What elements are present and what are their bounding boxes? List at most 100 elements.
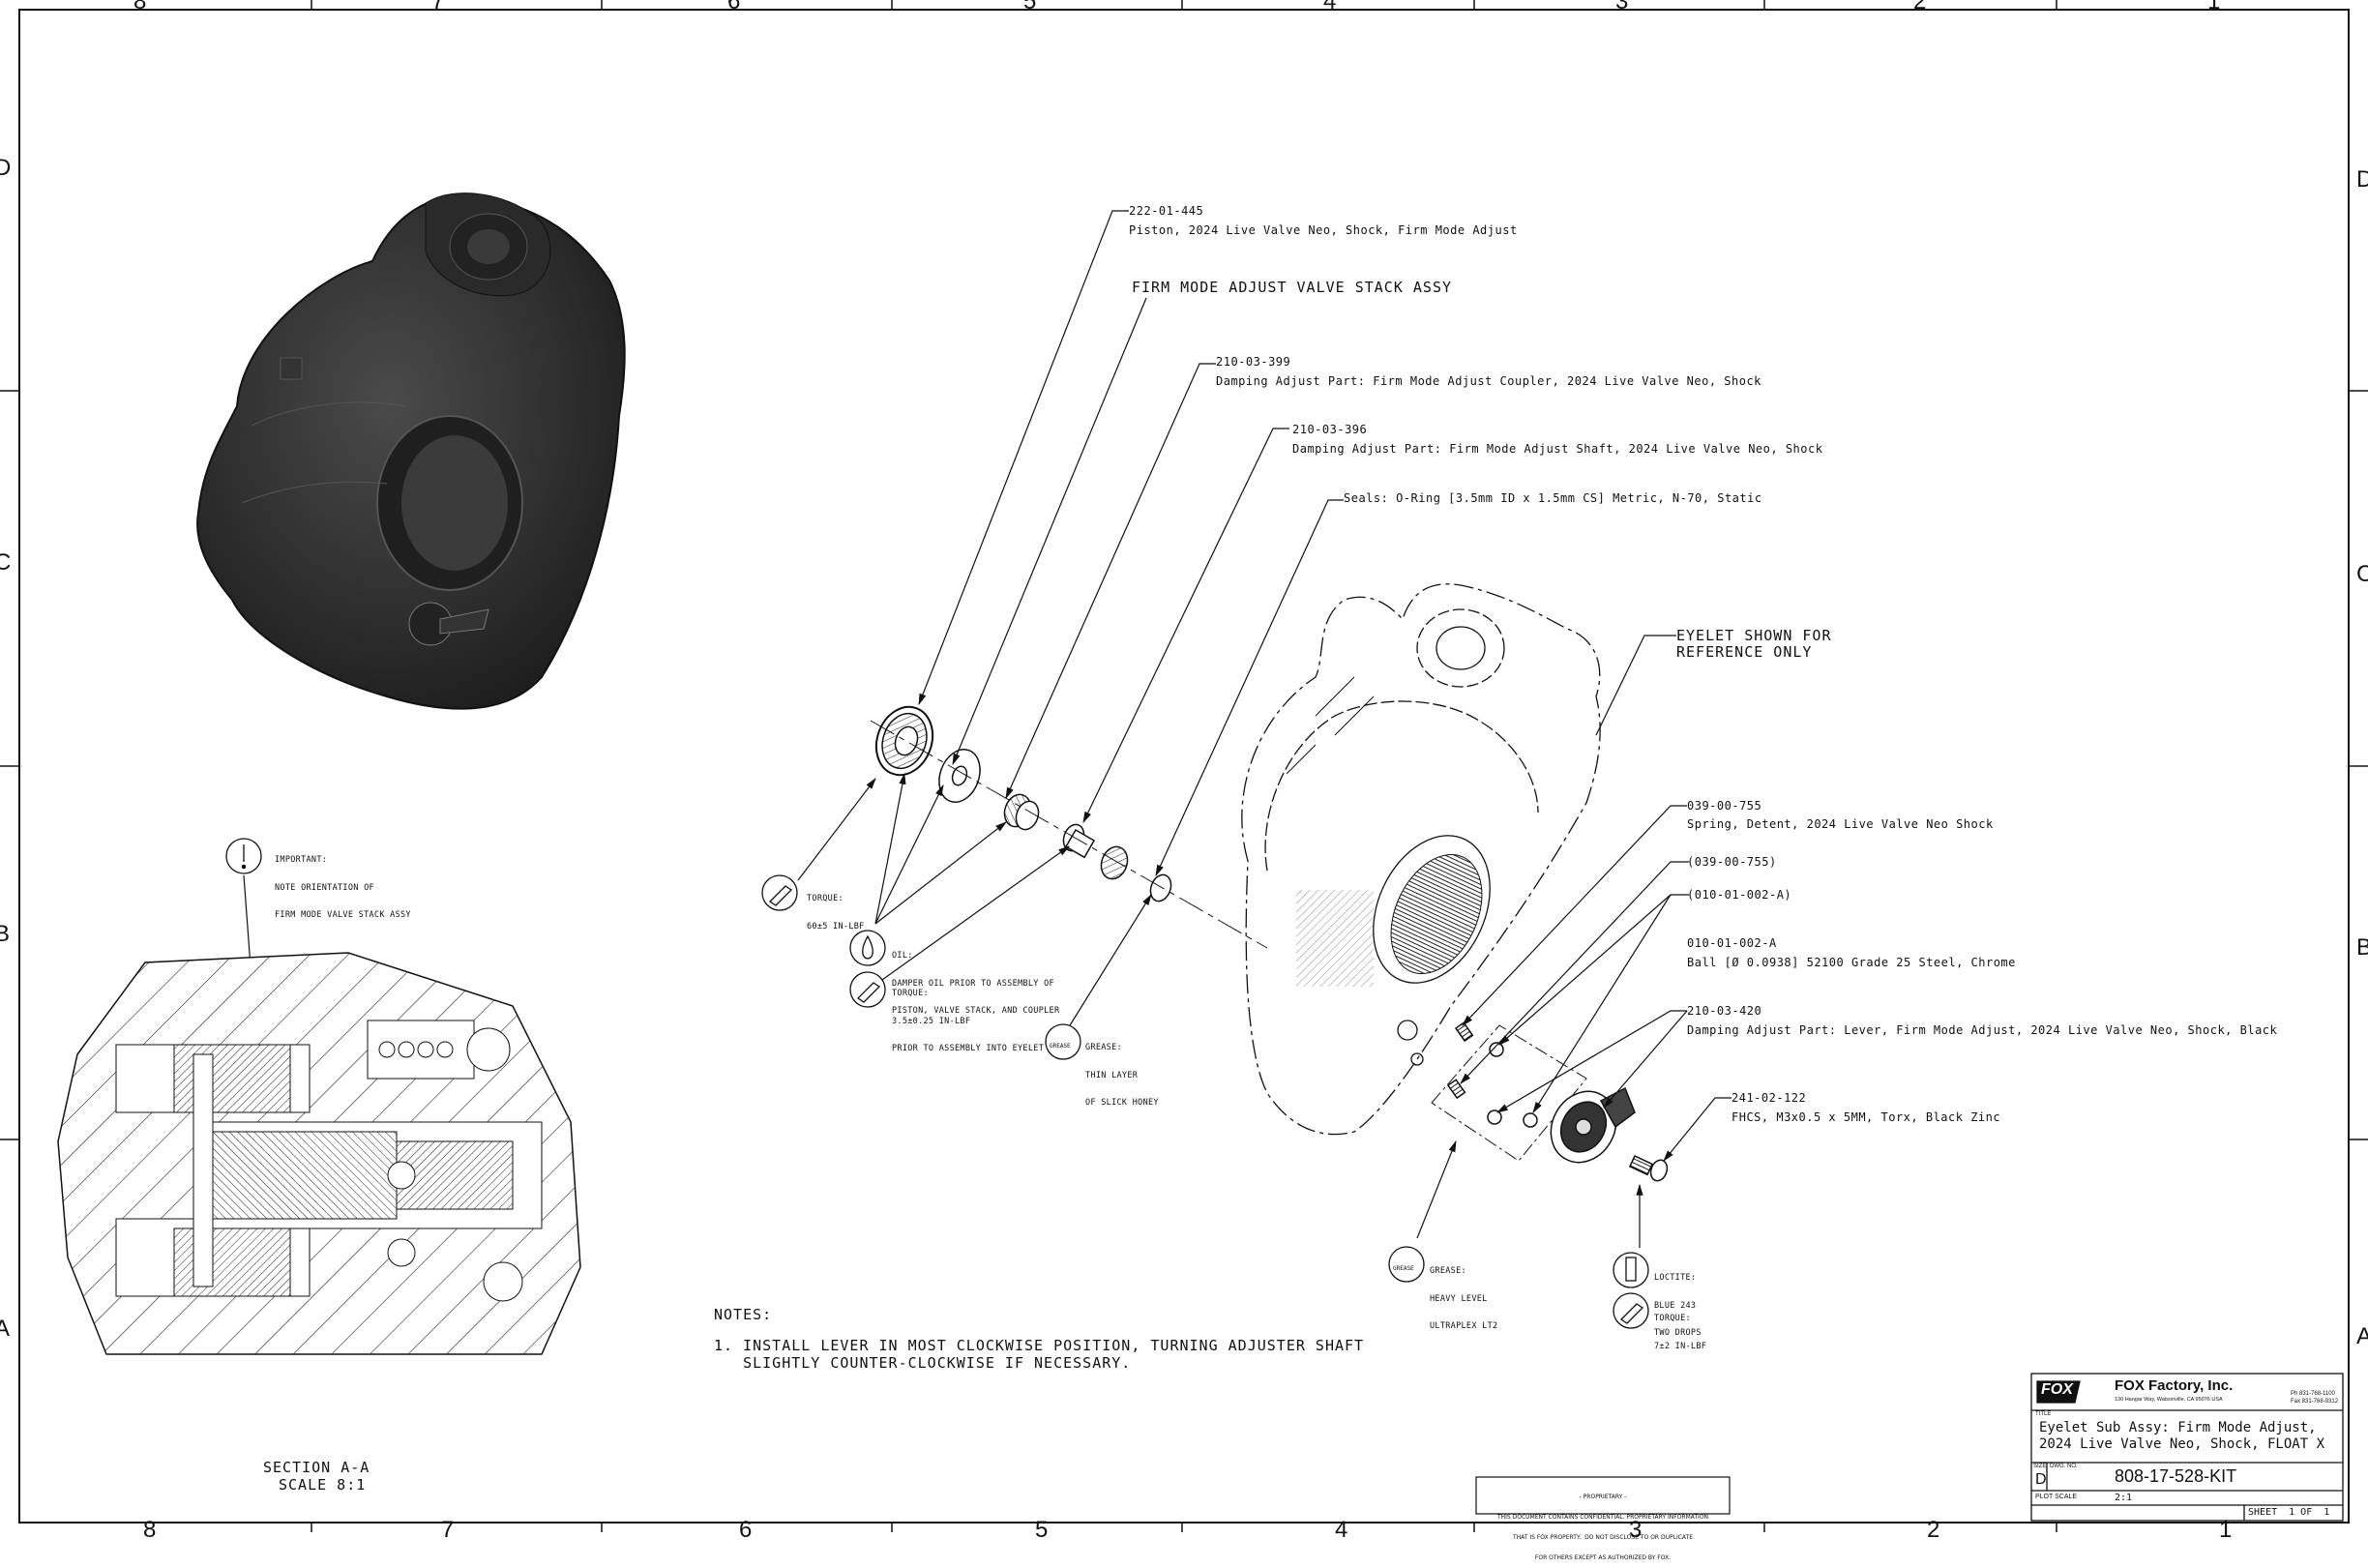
company-phone: Ph 831-768-1100: [2291, 1391, 2335, 1397]
spring-description: Spring, Detent, 2024 Live Valve Neo Shoc…: [1687, 817, 1994, 831]
plot-scale-label: PLOT SCALE: [2035, 1494, 2078, 1500]
proprietary-line3: THAT IS FOX PROPERTY. DO NOT DISCLOSE TO…: [1512, 1534, 1694, 1541]
eyelet-reference-line1: EYELET SHOWN FOR: [1676, 627, 1832, 644]
torque-coupler-line3: PRIOR TO ASSEMBLY INTO EYELET: [892, 1044, 1045, 1053]
size-value: D: [2035, 1471, 2047, 1488]
note-icons: [225, 838, 1649, 1329]
fox-logo: [2036, 1380, 2081, 1404]
torque-coupler-line2: 3.5±0.25 IN-LBF: [892, 1016, 971, 1026]
torque-screw-line1: TORQUE:: [1654, 1314, 1691, 1323]
torque-piston-line2: 60±5 IN-LBF: [807, 921, 865, 932]
zone-col-top-2: 2: [1913, 0, 1927, 15]
grease-icon: [1388, 1246, 1425, 1283]
zone-col-bottom-1: 1: [2219, 1517, 2233, 1543]
grease-detent-line3: ULTRAPLEX LT2: [1430, 1321, 1498, 1331]
zone-col-bottom-8: 8: [143, 1517, 157, 1543]
company-fax: Fax 831-768-9312: [2291, 1399, 2339, 1405]
zone-col-bottom-5: 5: [1035, 1517, 1049, 1543]
grease-icon-label: GREASE: [1393, 1265, 1414, 1272]
proprietary-line2: THIS DOCUMENT CONTAINS CONFIDENTIAL, PRO…: [1496, 1514, 1709, 1521]
screw-description: FHCS, M3x0.5 x 5MM, Torx, Black Zinc: [1732, 1110, 2001, 1124]
grease-detent-line2: HEAVY LEVEL: [1430, 1293, 1488, 1304]
title-label: TITLE: [2035, 1411, 2052, 1417]
zone-col-bottom-6: 6: [739, 1517, 753, 1543]
grease-detent-note: GREASE: HEAVY LEVEL ULTRAPLEX LT2: [1430, 1249, 1497, 1350]
drawing-number-label: DWG. NO.: [2050, 1464, 2078, 1469]
spring-reference: (039-00-755): [1687, 855, 1777, 869]
piston-part: [874, 705, 934, 777]
important-note: IMPORTANT: NOTE ORIENTATION OF FIRM MODE…: [275, 838, 411, 939]
valve-stack-label: FIRM MODE ADJUST VALVE STACK ASSY: [1132, 279, 1453, 296]
piston-description: Piston, 2024 Live Valve Neo, Shock, Firm…: [1129, 223, 1518, 237]
oil-note-line1: OIL:: [892, 951, 913, 961]
zone-col-top-4: 4: [1323, 0, 1337, 15]
torque-coupler-line1: TORQUE:: [892, 989, 929, 998]
detent-parts: [1431, 1021, 1587, 1162]
drawing-sheet: [0, 0, 2368, 1532]
important-note-line1: IMPORTANT:: [275, 855, 328, 865]
zone-col-bottom-2: 2: [1927, 1517, 1940, 1543]
loctite-line2: BLUE 243: [1654, 1300, 1697, 1311]
section-scale: SCALE 8:1: [279, 1476, 367, 1494]
proprietary-notice: - PROPRIETARY - THIS DOCUMENT CONTAINS C…: [1476, 1480, 1730, 1568]
ball-reference: (010-01-002-A): [1687, 888, 1792, 902]
important-note-line3: FIRM MODE VALVE STACK ASSY: [275, 910, 411, 920]
zone-row-right-c: C: [2356, 561, 2368, 587]
valve-stack-washer: [938, 749, 981, 803]
company-name: FOX Factory, Inc.: [2115, 1377, 2234, 1394]
shaft-part-number: 210-03-396: [1292, 423, 1368, 436]
grease-icon: [1045, 1023, 1081, 1060]
drawing-number: 808-17-528-KIT: [2115, 1466, 2237, 1486]
zone-row-right-b: B: [2356, 934, 2368, 961]
lever-part-number: 210-03-420: [1687, 1004, 1762, 1018]
lever-description: Damping Adjust Part: Lever, Firm Mode Ad…: [1687, 1023, 2278, 1037]
grease-oring-line1: GREASE:: [1085, 1043, 1122, 1052]
zone-row-left-c: C: [0, 549, 12, 576]
coupler-part: [1003, 793, 1040, 831]
grease-detent-line1: GREASE:: [1430, 1266, 1466, 1276]
proprietary-box: [1475, 1476, 1731, 1515]
zone-col-top-6: 6: [727, 0, 741, 15]
zone-col-top-5: 5: [1023, 0, 1037, 15]
shaft-part: [1062, 823, 1129, 880]
screw-part: [1628, 1155, 1669, 1182]
fox-logo-text: FOX: [2041, 1381, 2073, 1398]
coupler-description: Damping Adjust Part: Firm Mode Adjust Co…: [1216, 374, 1761, 388]
lever-part: [1550, 1086, 1636, 1164]
proprietary-line4: FOR OTHERS EXCEPT AS AUTHORIZED BY FOX.: [1534, 1554, 1672, 1561]
oil-note-line2: DAMPER OIL PRIOR TO ASSEMBLY OF: [892, 978, 1054, 989]
drawing-title-line1: Eyelet Sub Assy: Firm Mode Adjust,: [2039, 1420, 2317, 1435]
grease-oring-note: GREASE: THIN LAYER OF SLICK HONEY: [1085, 1025, 1159, 1127]
eyelet-outline: [1241, 583, 1601, 1136]
sheet-number: SHEET 1 OF 1: [2248, 1507, 2330, 1518]
loctite-note: LOCTITE: BLUE 243 TWO DROPS: [1654, 1256, 1702, 1357]
torque-piston-line1: TORQUE:: [807, 894, 844, 903]
piston-part-number: 222-01-445: [1129, 204, 1204, 218]
grease-oring-line2: THIN LAYER: [1085, 1070, 1139, 1080]
zone-row-right-a: A: [2356, 1323, 2368, 1349]
eyelet-render: [196, 192, 626, 710]
grease-oring-line3: OF SLICK HONEY: [1085, 1098, 1159, 1108]
drawing-title-line2: 2024 Live Valve Neo, Shock, FLOAT X: [2039, 1436, 2325, 1452]
loctite-line1: LOCTITE:: [1654, 1273, 1697, 1283]
grease-icon-label: GREASE: [1050, 1043, 1071, 1050]
torque-screw-line2: 7±2 IN-LBF: [1654, 1341, 1707, 1351]
size-label: SIZE: [2033, 1464, 2047, 1469]
zone-col-top-8: 8: [133, 0, 147, 15]
zone-col-top-3: 3: [1615, 0, 1629, 15]
note-item-1-line2: SLIGHTLY COUNTER-CLOCKWISE IF NECESSARY.: [714, 1354, 1132, 1372]
seal-description: Seals: O-Ring [3.5mm ID x 1.5mm CS] Metr…: [1344, 491, 1762, 505]
torque-screw-note: TORQUE: 7±2 IN-LBF: [1654, 1296, 1706, 1370]
exploded-assembly: [870, 583, 1669, 1182]
note-item-1-line1: 1. INSTALL LEVER IN MOST CLOCKWISE POSIT…: [714, 1337, 1365, 1354]
proprietary-line1: - PROPRIETARY -: [1579, 1494, 1627, 1500]
zone-col-top-1: 1: [2207, 0, 2221, 15]
zone-ticks: [0, 0, 2368, 1532]
notes-heading: NOTES:: [714, 1306, 773, 1323]
eyelet-reference-line2: REFERENCE ONLY: [1676, 643, 1813, 661]
section-title: SECTION A-A: [263, 1459, 370, 1476]
oil-note-line3: PISTON, VALVE STACK, AND COUPLER: [892, 1006, 1060, 1016]
title-block: [2030, 1373, 2344, 1522]
section-a-a: [57, 952, 581, 1355]
company-address: 130 Hangar Way, Watsonville, CA 95076 US…: [2115, 1397, 2223, 1403]
